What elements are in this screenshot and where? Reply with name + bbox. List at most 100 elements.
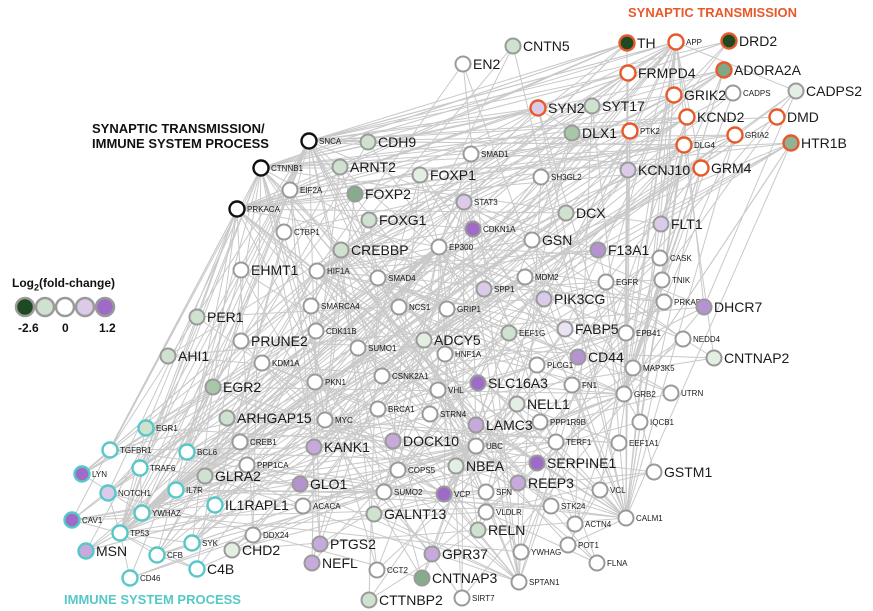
node-plcg1: PLCG1 [528,356,574,374]
node-egr2: EGR2 [204,378,261,396]
node-circle [674,330,692,348]
node-circle [306,373,324,391]
node-label: PRKAB1 [674,298,706,307]
node-label: PPP1CA [257,461,289,470]
node-circle [667,33,685,51]
node-circle [430,238,448,256]
node-label: VLDLR [496,508,522,517]
node-arhgap15: ARHGAP15 [218,409,312,427]
edge-ACTN4-SYT17 [574,105,593,525]
node-dhcr7: DHCR7 [695,298,762,316]
edge-PTGS2-SNCA [308,140,321,545]
node-label: PIK3CG [554,291,605,307]
node-label: APP [686,38,702,47]
node-label: FOXP1 [430,167,476,183]
node-label: HIF1A [327,267,350,276]
edge-SYN2-SNCA [308,107,539,142]
node-circle [183,534,201,552]
node-circle [665,86,683,104]
node-label: NEFL [322,555,358,571]
node-ppp1r9b: PPP1R9B [531,413,586,431]
node-cttnbp2: CTTNBP2 [360,591,443,609]
edge-EP300-HIF1A [316,246,440,272]
node-label: PRUNE2 [251,333,308,349]
node-pot1: POT1 [559,536,599,554]
edge-REEP3-SPTAN1 [517,482,520,583]
edge-GLO1-MDM2 [299,276,526,485]
edge-COPS5-KCNJ10 [397,169,629,471]
edge-FN1-STAT3 [463,201,573,386]
node-bcl6: BCL6 [178,443,218,461]
node-label: KDM1A [272,359,300,368]
node-label: GRM4 [711,160,752,176]
edge-CNTNAP2-DLG4 [683,144,715,359]
node-th: TH [618,34,656,52]
node-circle [618,34,636,52]
node-label: SH3GL2 [551,173,582,182]
node-label: ACACA [313,502,341,511]
edge-ADORA2A-PRKACA [236,69,725,210]
node-label: SYN2 [548,100,585,116]
node-circle [787,82,805,100]
edge-CNTN5-KANK1 [313,45,514,448]
node-label: BRCA1 [388,405,415,414]
node-circle [360,211,378,229]
legend-tick: -2.6 [18,321,39,334]
edge-CHD2-CALM1 [231,517,627,551]
node-label: DCX [576,205,606,221]
node-circle [510,573,528,591]
node-circle [413,569,431,587]
node-dcx: DCX [557,204,606,222]
node-label: SPP1 [494,285,515,294]
node-label: C4B [207,561,234,577]
edge-SYT17-GRB2 [591,105,625,395]
node-label: CNTNAP3 [432,570,498,586]
node-label: CNTNAP2 [724,350,790,366]
node-circle [477,483,495,501]
node-label: SPTAN1 [529,578,560,587]
node-circle [359,133,377,151]
node-cd46: CD46 [121,569,161,587]
node-glo1: GLO1 [291,475,348,493]
node-c4b: C4B [188,560,234,578]
both-title-line2: IMMUNE SYSTEM PROCESS [92,136,269,151]
edge-FRMPD4-CTNNB1 [260,72,629,169]
node-kcnd2: KCND2 [678,108,745,126]
edge-DDX24-CTNNB1 [252,167,262,536]
edge-CAV1-EP300 [71,246,440,521]
node-circle [148,546,166,564]
node-circle [566,515,584,533]
node-circle [589,241,607,259]
node-msn: MSN [77,542,127,560]
node-circle [77,542,95,560]
node-grm4: GRM4 [692,159,752,177]
node-ywhag: YWHAG [512,543,561,561]
node-label: EIF2A [300,186,323,195]
edge-CCT2-PRKAB1 [376,301,665,571]
node-label: SERPINE1 [547,455,616,471]
node-tgfbr1: TGFBR1 [101,441,152,459]
edge-IQCB1-SUMO2 [383,421,641,493]
node-circle [369,400,387,418]
node-dock10: DOCK10 [384,432,459,450]
node-frmpd4: FRMPD4 [619,64,696,82]
node-circle [655,293,673,311]
edge-GRIK2-PRKACA [236,94,675,210]
node-label: FN1 [582,381,598,390]
node-circle [121,569,139,587]
node-circle [369,269,387,287]
edge-FOXP2-MYC [324,193,356,421]
node-sumo1: SUMO1 [349,339,397,357]
node-kank1: KANK1 [305,438,370,456]
edge-UTRN-CTNNB1 [260,167,672,394]
edge-C4B-UBC [196,445,477,570]
edge-SYN2-CALM1 [537,107,627,519]
node-label: GLO1 [310,476,348,492]
edge-SYK-DLG4 [191,144,685,544]
node-egfr: EGFR [597,273,638,291]
synaptic-transmission-title: SYNAPTIC TRANSMISSION [628,5,797,20]
node-drd2: DRD2 [720,32,777,50]
node-circle [232,261,250,279]
node-acaca: ACACA [294,497,341,515]
node-gsn: GSN [523,231,572,249]
